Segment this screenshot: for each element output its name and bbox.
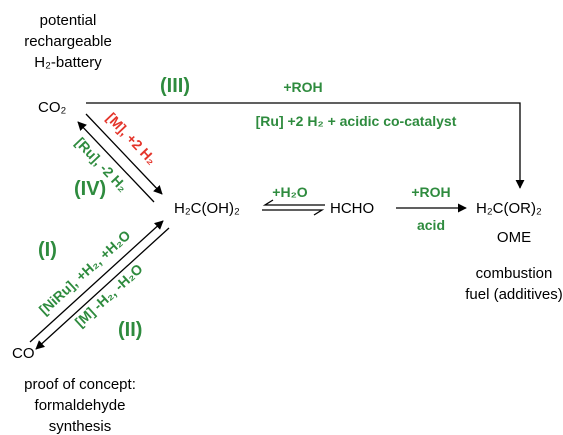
fuel-note-line-1: combustion [476,265,553,282]
hydration-reverse-arrow [262,209,325,216]
acetalization-reagent-top: +ROH [411,184,450,200]
species-co2: CO₂ [38,99,67,116]
route4-reverse-arrow [77,121,155,203]
route2-arrow [35,227,170,350]
route3-numeral: (III) [160,75,190,97]
hydration-label: +H₂O [272,184,308,200]
route4-forward-label: [M], +2 H₂ [103,109,159,167]
fuel-note-line-2: fuel (additives) [465,286,563,303]
route4-numeral: (IV) [74,178,106,200]
hydration-forward-arrow [262,199,325,206]
species-ome: OME [497,229,531,246]
species-methanediol: H₂C(OH)₂ [174,200,240,217]
species-formaldehyde: HCHO [330,200,374,217]
route1-numeral: (I) [38,239,57,261]
proof-note-line-1: proof of concept: [24,376,136,393]
proof-note-line-3: synthesis [49,418,112,435]
species-co: CO [12,345,35,362]
species-acetal: H₂C(OR)₂ [476,200,542,217]
route4-forward-arrow [85,113,163,195]
route2-numeral: (II) [118,319,142,341]
route3-arrow [86,102,525,189]
route3-reagent-top: +ROH [283,79,322,95]
acetalization-reagent-bottom: acid [417,217,445,233]
proof-note-line-2: formaldehyde [35,397,126,414]
battery-note-line-3: H₂-battery [34,54,102,71]
battery-note-line-2: rechargeable [24,33,112,50]
route1-arrow [29,220,164,343]
route3-reagent-bottom: [Ru] +2 H₂ + acidic co-catalyst [256,113,457,129]
battery-note-line-1: potential [40,12,97,29]
